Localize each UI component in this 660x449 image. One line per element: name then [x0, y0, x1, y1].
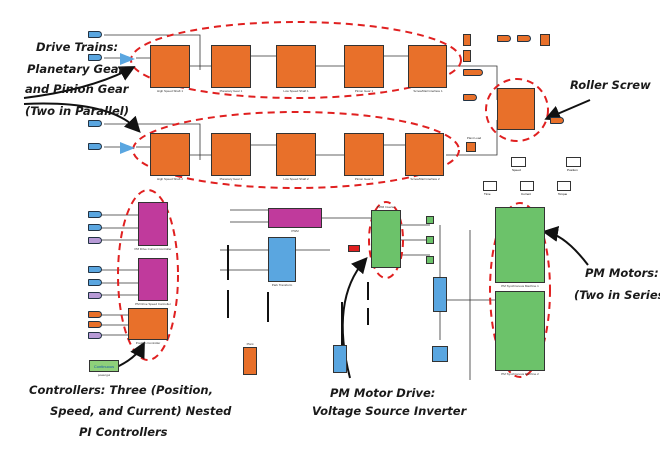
block-label: Planetary Gear 1: [219, 89, 243, 93]
continuous-label: Continuous: [93, 364, 115, 369]
from-tag: [88, 292, 102, 299]
goto-tag: [88, 120, 102, 127]
block-label: Low Speed Shaft 1: [283, 89, 309, 93]
scope-speed-angle: [432, 346, 448, 362]
scope-current: Current: [520, 181, 534, 196]
plant-load-block: [466, 142, 476, 152]
transfer-block: [540, 34, 550, 46]
from-tag: [88, 54, 102, 61]
goto-tag: [463, 69, 483, 76]
from-tag: [517, 35, 531, 42]
pwm-block[interactable]: [268, 208, 322, 228]
from-tag: [88, 266, 102, 273]
scope-label: Time: [484, 192, 491, 196]
scope-torque: Torque: [557, 181, 571, 196]
annotation-controllers: Speed, and Current) Nested: [50, 404, 232, 418]
step-block: [463, 34, 471, 46]
block-label: PM Synchronous Machine 2: [501, 372, 539, 376]
scope-label: Current: [521, 192, 532, 196]
pm-motor-2[interactable]: [495, 291, 545, 371]
annotation-motor-drive: PM Motor Drive:: [330, 386, 436, 400]
pinion-gear-2[interactable]: [344, 133, 384, 176]
from-tag: [463, 94, 477, 101]
goto-tag: [550, 117, 564, 124]
block-label: PM Drive Speed Controller: [135, 302, 171, 306]
high-speed-shaft-2[interactable]: [150, 133, 190, 176]
annotation-pm-motors: (Two in Series): [574, 288, 660, 302]
block-label: High Speed Shaft 1: [156, 89, 184, 93]
gain-block: [120, 142, 135, 154]
annotation-drive-trains: and Pinion Gear: [25, 82, 129, 96]
block-label: High Speed Shaft 2: [156, 177, 184, 181]
low-speed-shaft-1[interactable]: [276, 45, 316, 88]
from-tag: [88, 237, 102, 244]
annotation-controllers: Controllers: Three (Position,: [29, 383, 213, 397]
screw-rail-interface-2[interactable]: [405, 133, 444, 176]
from-tag: [88, 211, 102, 218]
high-speed-shaft-1[interactable]: [150, 45, 190, 88]
meas-block: [426, 216, 434, 224]
annotation-pm-motors: PM Motors:: [585, 266, 659, 280]
scope-label: Torque: [558, 192, 568, 196]
roller-screw-block[interactable]: [497, 88, 535, 130]
screw-rail-interface-1[interactable]: [408, 45, 447, 88]
powergui-label: powergui: [97, 373, 111, 377]
park-transform-block[interactable]: [268, 237, 296, 282]
block-label: Screw/Rail Interface 1: [413, 89, 443, 93]
block-label: PWM: [291, 229, 299, 233]
block-label: Park Transform: [271, 283, 293, 287]
pm-motor-1[interactable]: [495, 207, 545, 283]
block-label: Position Controller: [135, 341, 161, 345]
annotation-drive-trains: Drive Trains:: [36, 40, 119, 54]
annotation-drive-trains: (Two in Parallel): [25, 104, 129, 118]
meas-block: [426, 256, 434, 264]
block-label: Low Speed Shaft 2: [283, 177, 309, 181]
block-label: PM Synchronous Machine 1: [501, 284, 539, 288]
block-label: Pinion Gear 1: [354, 89, 374, 93]
plant-load-label: Plant Load: [466, 136, 482, 140]
current-controller[interactable]: [138, 202, 168, 246]
goto-tag: [88, 31, 102, 38]
plant-scope: [243, 347, 257, 375]
planetary-gear-1[interactable]: [211, 45, 251, 88]
from-tag: [88, 321, 102, 328]
meas-block: [426, 236, 434, 244]
inverter-block[interactable]: [371, 210, 401, 268]
powergui-block[interactable]: Continuous: [89, 360, 119, 372]
low-speed-shaft-2[interactable]: [276, 133, 316, 176]
scope-label: Speed: [512, 168, 521, 172]
from-tag: [88, 311, 102, 318]
gain-block: [120, 53, 135, 65]
scope-time: Time: [483, 181, 497, 196]
block-label: Screw/Rail Interface 2: [410, 177, 440, 181]
planetary-gear-2[interactable]: [211, 133, 251, 176]
annotation-drive-trains: Planetary Gear: [27, 62, 125, 76]
speed-controller[interactable]: [138, 258, 168, 301]
block-label: Pinion Gear 2: [354, 177, 374, 181]
annotation-motor-drive: Voltage Source Inverter: [312, 404, 467, 418]
pinion-gear-1[interactable]: [344, 45, 384, 88]
from-tag: [88, 143, 102, 150]
from-tag: [88, 224, 102, 231]
annotation-roller-screw: Roller Screw: [570, 78, 651, 92]
from-tag: [88, 279, 102, 286]
position-controller[interactable]: [128, 308, 168, 340]
block-label: PWM Inverter: [376, 205, 396, 209]
scope-speed: Speed: [511, 157, 526, 172]
scope-current-speed: [433, 277, 447, 312]
block-label: PM Drive Current Controller: [134, 247, 172, 251]
step-block: [463, 50, 471, 62]
block-label: Plant: [246, 342, 254, 346]
block-label: Planetary Gear 2: [219, 177, 243, 181]
scope-position: Position: [566, 157, 581, 172]
from-tag: [88, 332, 102, 339]
dc-source: [348, 245, 360, 252]
scope-label: Position: [567, 168, 578, 172]
goto-tag: [497, 35, 511, 42]
scope-torque-power: [333, 345, 347, 373]
annotation-controllers: PI Controllers: [79, 425, 168, 439]
